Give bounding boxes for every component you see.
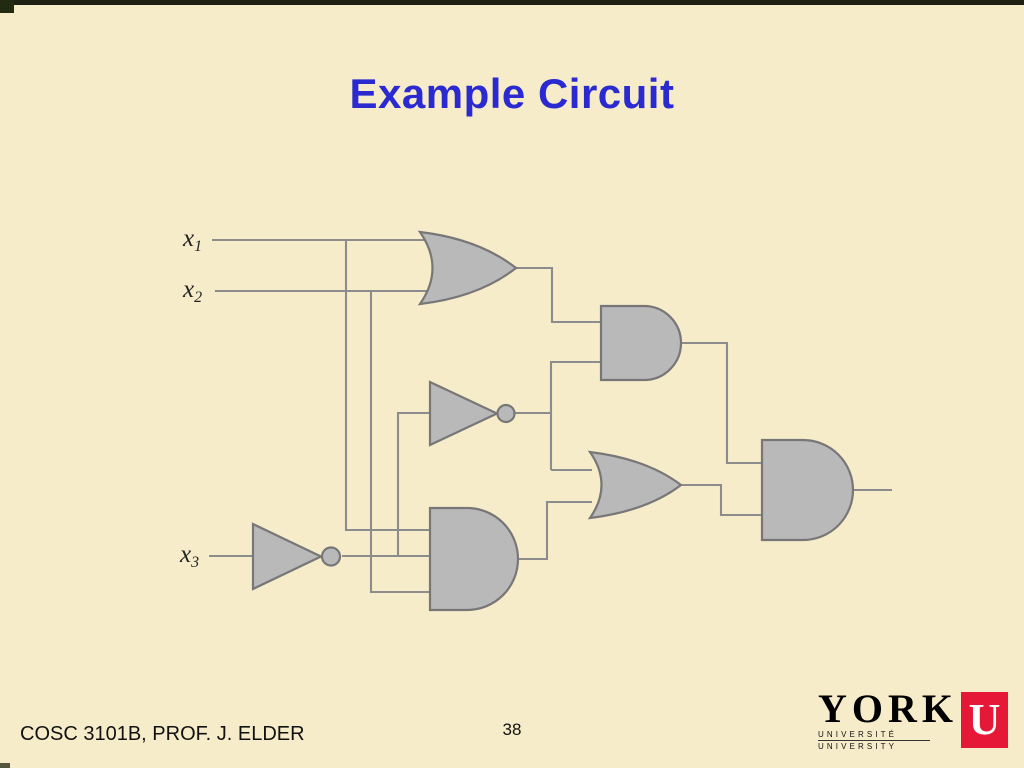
wire-or1-out	[515, 266, 602, 324]
input-x2-sub: 2	[194, 289, 203, 306]
logo-subtext-fr: UNIVERSITÉ	[818, 730, 898, 739]
input-label-x1: x1	[183, 225, 202, 255]
page-number: 38	[502, 720, 522, 739]
input-x1-base: x	[183, 225, 195, 252]
footer-course: COSC 3101B, PROF. J. ELDER	[20, 723, 305, 745]
wires	[209, 238, 892, 594]
input-label-x3: x3	[180, 541, 199, 571]
wire-not2-branch	[549, 360, 602, 470]
and-gate-output	[760, 438, 855, 542]
york-logo: YORK UNIVERSITÉ UNIVERSITY U	[818, 686, 1008, 751]
wire-or2-out	[680, 483, 762, 517]
and-gate-topright	[599, 304, 683, 382]
or-gate-top	[417, 230, 518, 306]
input-label-x2: x2	[183, 276, 202, 306]
wire-and2-out	[680, 341, 762, 465]
or-gate-right	[587, 450, 683, 520]
input-x1-sub: 1	[194, 238, 203, 255]
wire-x1-branch	[344, 240, 432, 532]
york-wordmark-block: YORK UNIVERSITÉ UNIVERSITY	[818, 686, 958, 751]
logo-subtext-en: UNIVERSITY	[818, 740, 930, 751]
input-x2-base: x	[183, 276, 195, 303]
and-gate-bottom	[428, 506, 520, 612]
scan-edge-bottom-left	[0, 763, 10, 768]
wire-x2-branch	[369, 291, 432, 594]
gates	[251, 230, 855, 612]
york-logo-subtext: UNIVERSITÉ UNIVERSITY	[818, 730, 930, 751]
york-u-emblem: U	[961, 692, 1008, 748]
york-u-letter: U	[968, 695, 1001, 744]
input-x3-base: x	[180, 541, 192, 568]
scan-edge-top	[0, 0, 1024, 5]
york-wordmark: YORK	[818, 686, 958, 731]
wire-not2-in	[396, 411, 432, 556]
not-gate-x3	[251, 522, 324, 591]
not-gate-middle	[428, 380, 500, 447]
wire-andbig-out	[518, 500, 592, 561]
not-bubble-x3	[320, 546, 342, 567]
not-bubble-middle	[496, 403, 516, 424]
scan-edge-corner	[0, 0, 14, 13]
slide-title: Example Circuit	[349, 70, 675, 117]
input-x3-sub: 3	[191, 554, 200, 571]
